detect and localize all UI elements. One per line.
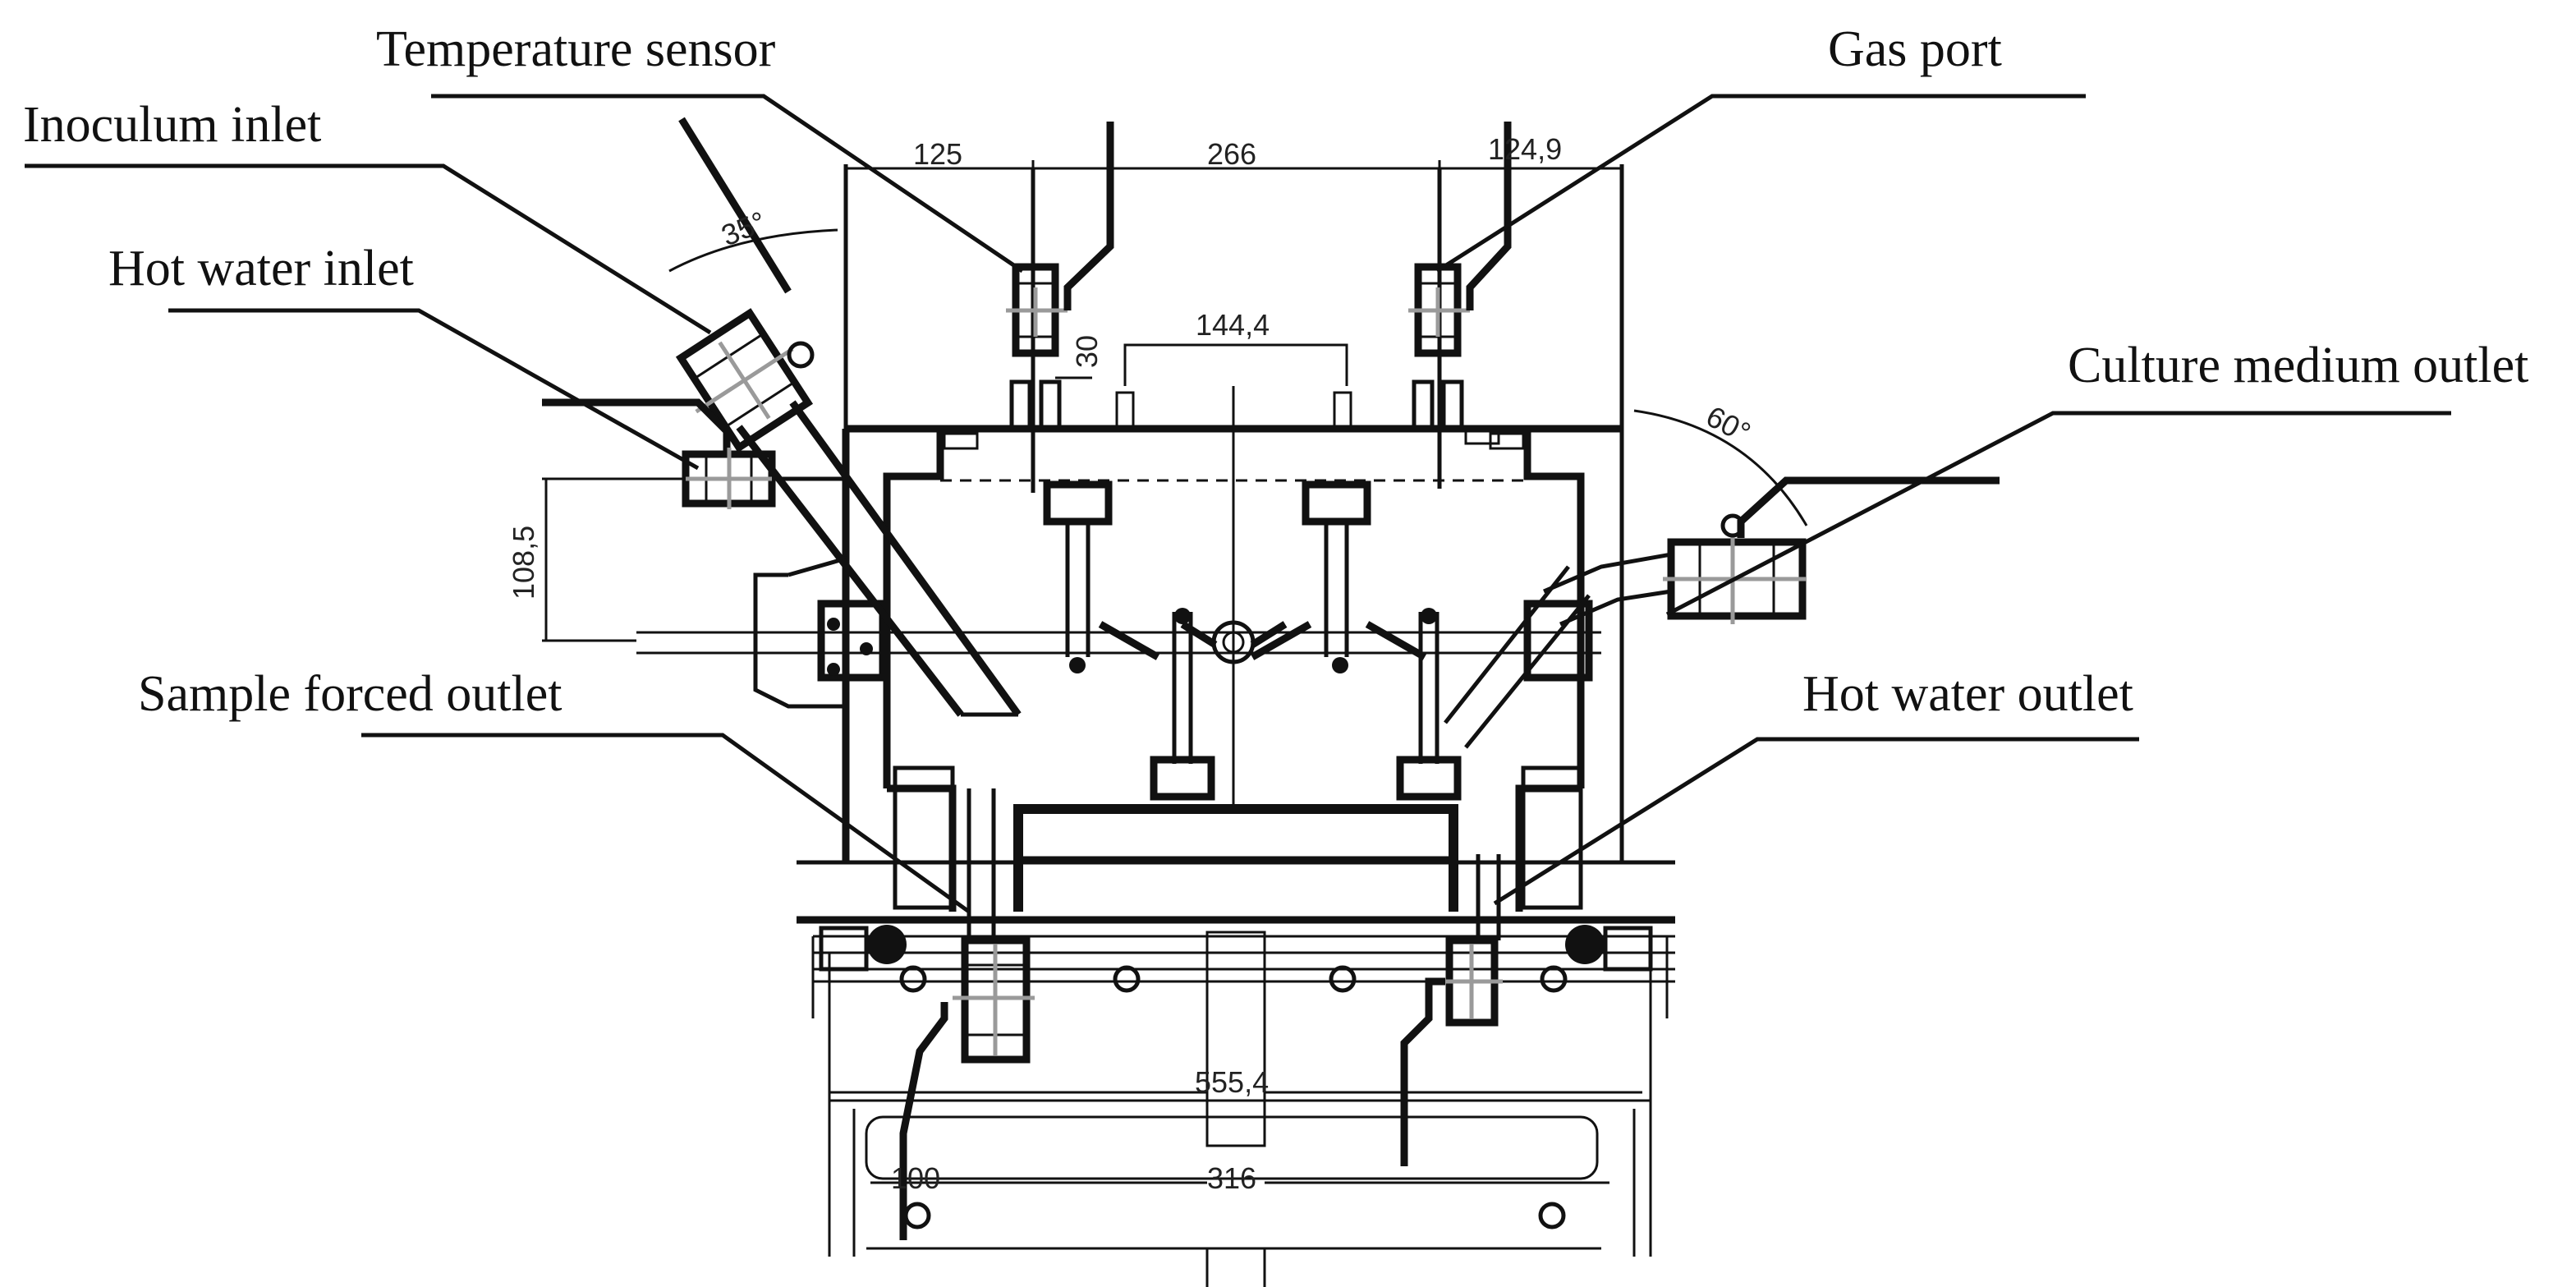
left-flange: [753, 555, 887, 709]
dimension-100: 100: [891, 1161, 940, 1195]
lid-fittings: [943, 379, 1525, 450]
base-platform: [797, 860, 1675, 1287]
angle-60: 60°: [1701, 399, 1756, 450]
sample-forced-outlet-assembly: [899, 788, 1035, 1240]
dimension-lines: [542, 160, 1808, 1184]
dimension-316: 316: [1207, 1161, 1256, 1195]
label-inoculum-inlet: Inoculum inlet: [23, 97, 321, 153]
dimension-108-5: 108,5: [507, 526, 540, 600]
callout-leaders: [25, 94, 2451, 914]
label-hot-water-outlet: Hot water outlet: [1802, 666, 2133, 722]
label-temperature-sensor: Temperature sensor: [376, 21, 776, 77]
horizontal-shaft: [636, 631, 1601, 655]
dimension-144-4: 144,4: [1196, 308, 1270, 342]
temperature-sensor-assembly: [1006, 122, 1114, 493]
label-gas-port: Gas port: [1828, 21, 2002, 77]
hot-water-inlet-assembly: [542, 398, 846, 509]
dimension-124-9: 124,9: [1488, 132, 1562, 166]
culture-medium-outlet-assembly: [1444, 476, 2000, 749]
label-sample-forced-outlet: Sample forced outlet: [138, 666, 562, 722]
dimension-30: 30: [1070, 335, 1104, 368]
dimension-266: 266: [1207, 137, 1256, 171]
label-hot-water-inlet: Hot water inlet: [108, 241, 414, 296]
dimension-555-4: 555,4: [1195, 1065, 1269, 1099]
inoculum-inlet-assembly: [675, 117, 1022, 717]
dimension-125: 125: [913, 137, 962, 171]
gas-port-assembly: [1408, 122, 1512, 489]
stirrer-assembly: [1043, 480, 1462, 801]
hot-water-outlet-assembly: [1400, 854, 1503, 1166]
label-culture-medium-outlet: Culture medium outlet: [2068, 338, 2528, 393]
